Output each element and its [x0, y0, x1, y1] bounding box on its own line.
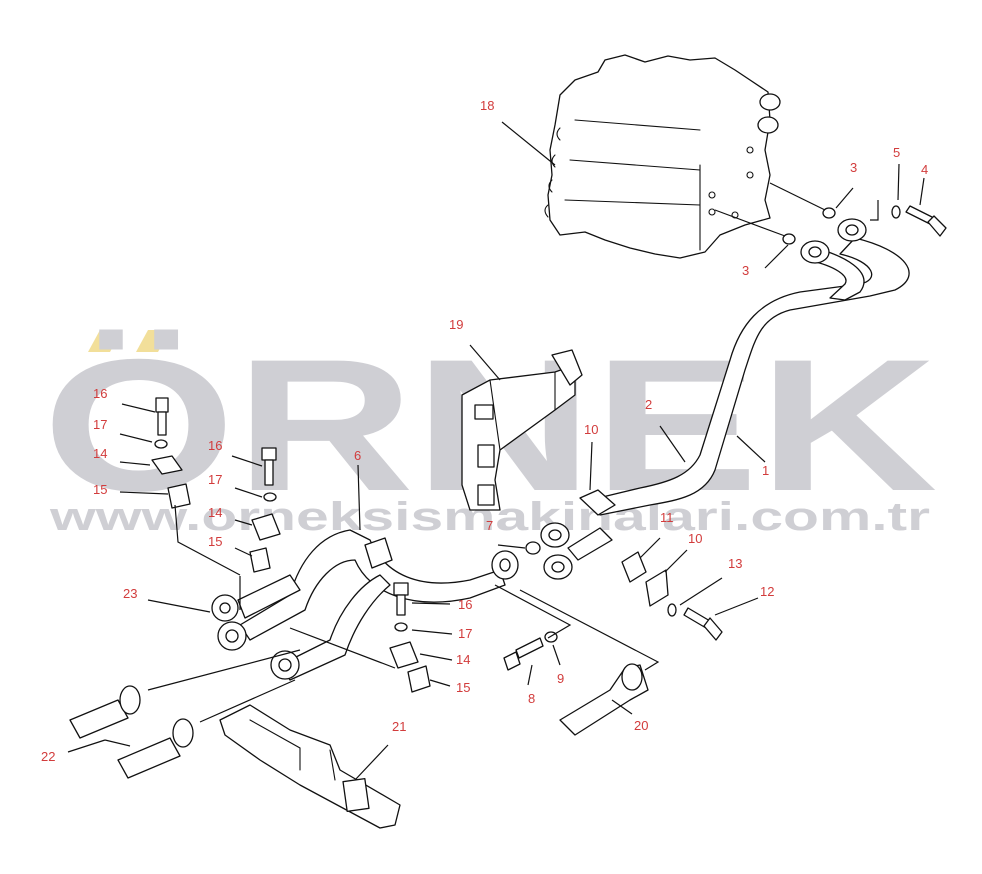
center-flanges — [540, 522, 613, 580]
callout-13: 13 — [728, 556, 742, 571]
callout-14-center: 14 — [456, 652, 470, 667]
callout-16-mid: 16 — [208, 438, 222, 453]
control-valve — [544, 54, 781, 259]
clamp-set-right — [621, 551, 723, 641]
callout-3-lower: 3 — [742, 263, 749, 278]
callout-17-center: 17 — [458, 626, 472, 641]
callout-19: 19 — [449, 317, 463, 332]
callout-2: 2 — [645, 397, 652, 412]
callout-9: 9 — [557, 671, 564, 686]
bolt-4 — [905, 205, 947, 237]
bracket-21 — [219, 704, 401, 829]
callout-12: 12 — [760, 584, 774, 599]
callout-17-left: 17 — [93, 417, 107, 432]
callout-3-upper: 3 — [850, 160, 857, 175]
callout-16-left: 16 — [93, 386, 107, 401]
callout-7: 7 — [486, 518, 493, 533]
fasteners-center — [389, 582, 431, 693]
callout-14-left: 14 — [93, 446, 107, 461]
callout-10-upper: 10 — [584, 422, 598, 437]
bolt-8 — [503, 637, 544, 671]
callout-6: 6 — [354, 448, 361, 463]
hose-23 — [211, 574, 301, 680]
callout-17-mid: 17 — [208, 472, 222, 487]
pipe-6 — [239, 529, 519, 681]
hose-1-2 — [589, 218, 910, 516]
o-ring-upper — [822, 207, 836, 219]
callout-labels: 18 3 3 5 4 19 2 1 10 16 17 14 15 16 17 1… — [41, 98, 928, 764]
washer-5 — [891, 205, 901, 219]
clamp-10-upper — [579, 489, 616, 516]
fasteners-left-top — [151, 397, 191, 509]
callout-4: 4 — [921, 162, 928, 177]
fasteners-left-mid — [249, 447, 281, 573]
callout-1: 1 — [762, 463, 769, 478]
callout-20: 20 — [634, 718, 648, 733]
callout-15-left: 15 — [93, 482, 107, 497]
callout-18: 18 — [480, 98, 494, 113]
watermark-accent-right — [136, 330, 170, 352]
callout-10-lower: 10 — [688, 531, 702, 546]
watermark-accent-left — [88, 330, 122, 352]
hose-ends-22 — [69, 685, 194, 779]
callout-21: 21 — [392, 719, 406, 734]
o-ring-7 — [525, 541, 541, 555]
callout-14-mid: 14 — [208, 505, 222, 520]
callout-8: 8 — [528, 691, 535, 706]
bracket-19 — [461, 349, 583, 511]
callout-15-center: 15 — [456, 680, 470, 695]
callout-16-center: 16 — [458, 597, 472, 612]
callout-22: 22 — [41, 749, 55, 764]
pipe-20 — [559, 663, 649, 736]
callout-15-mid: 15 — [208, 534, 222, 549]
callout-23: 23 — [123, 586, 137, 601]
callout-5: 5 — [893, 145, 900, 160]
leader-lines — [67, 121, 925, 781]
o-ring-lower — [782, 233, 796, 245]
callout-11: 11 — [660, 510, 674, 525]
